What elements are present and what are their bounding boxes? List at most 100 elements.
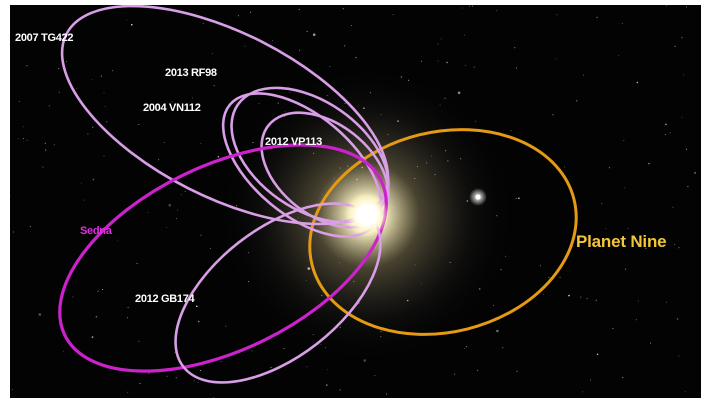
- star: [209, 247, 211, 249]
- star: [138, 340, 140, 342]
- star: [515, 67, 517, 69]
- star: [199, 370, 201, 372]
- star: [250, 11, 251, 13]
- star: [596, 353, 599, 356]
- star: [112, 70, 114, 72]
- star: [637, 300, 639, 302]
- star: [237, 15, 239, 17]
- label-2007-tg422: 2007 TG422: [15, 32, 74, 44]
- star: [596, 16, 598, 18]
- star: [583, 240, 585, 242]
- star: [299, 49, 301, 51]
- star: [437, 60, 439, 62]
- star: [674, 243, 675, 245]
- label-2012-vp113: 2012 VP113: [265, 136, 322, 148]
- star: [13, 231, 14, 233]
- star: [543, 293, 544, 295]
- planet-nine-scene: 2007 TG422 2013 RF98 2004 VN112 2012 VP1…: [10, 5, 701, 398]
- star: [139, 383, 141, 385]
- star: [66, 61, 67, 62]
- star: [136, 262, 138, 264]
- star: [635, 319, 637, 321]
- star: [586, 298, 588, 300]
- star: [548, 276, 550, 278]
- star: [465, 346, 467, 348]
- star: [636, 81, 639, 84]
- star: [461, 7, 463, 9]
- star: [608, 167, 610, 169]
- star: [175, 377, 177, 379]
- star: [421, 60, 423, 62]
- star: [116, 239, 118, 241]
- star: [464, 65, 466, 67]
- star: [312, 33, 316, 36]
- star: [559, 276, 561, 278]
- star: [666, 301, 668, 303]
- star: [326, 384, 328, 386]
- star: [564, 166, 566, 168]
- star: [327, 369, 329, 371]
- star: [163, 142, 165, 144]
- star: [72, 296, 74, 298]
- star: [48, 105, 50, 107]
- star: [473, 66, 475, 68]
- star: [624, 187, 626, 189]
- orbit-sedna: [58, 143, 388, 373]
- star: [687, 186, 689, 188]
- star: [202, 22, 204, 24]
- label-2012-gb174: 2012 GB174: [135, 293, 195, 305]
- star: [518, 197, 520, 200]
- star: [446, 61, 448, 64]
- star: [87, 133, 89, 135]
- star: [674, 45, 676, 47]
- star: [171, 101, 173, 103]
- star: [251, 350, 253, 352]
- star: [392, 14, 394, 15]
- star: [437, 43, 439, 45]
- star: [213, 85, 215, 87]
- star: [23, 138, 24, 140]
- star: [103, 155, 105, 157]
- star: [580, 296, 582, 298]
- star: [676, 318, 679, 320]
- star: [283, 348, 285, 350]
- star: [306, 30, 308, 32]
- star: [91, 336, 94, 338]
- star: [625, 268, 626, 270]
- star: [618, 55, 620, 57]
- star: [665, 5, 667, 7]
- star: [83, 199, 85, 201]
- star: [618, 243, 620, 245]
- star: [211, 53, 213, 55]
- star: [22, 126, 24, 128]
- star: [648, 162, 650, 165]
- star: [496, 10, 498, 12]
- star: [686, 148, 687, 150]
- star: [44, 142, 46, 144]
- star: [605, 228, 607, 230]
- star: [457, 91, 461, 95]
- label-2013-rf98: 2013 RF98: [165, 67, 217, 79]
- star: [510, 130, 512, 132]
- star: [110, 232, 112, 234]
- star: [168, 203, 172, 207]
- label-sedna: Sedna: [80, 225, 112, 237]
- star: [197, 382, 199, 383]
- star: [184, 190, 186, 192]
- star: [683, 74, 684, 76]
- star: [10, 196, 11, 197]
- star: [664, 134, 666, 135]
- star: [645, 247, 647, 249]
- star: [45, 149, 47, 151]
- star: [200, 143, 202, 145]
- star: [92, 126, 94, 128]
- star: [217, 156, 220, 158]
- sun-core: [356, 204, 378, 226]
- star: [665, 123, 667, 126]
- star: [556, 14, 558, 16]
- star: [12, 389, 14, 390]
- star: [582, 391, 584, 393]
- star: [672, 206, 674, 208]
- bright-star: [475, 194, 481, 200]
- star: [62, 350, 64, 352]
